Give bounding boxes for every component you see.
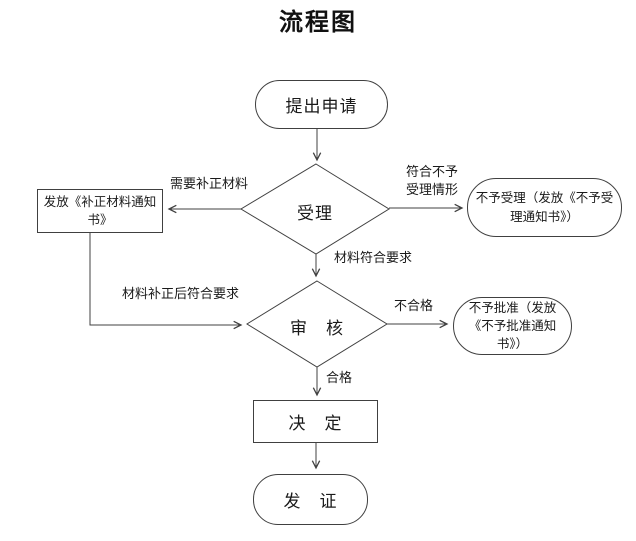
node-not-accept-label: 不予受理（发放《不予受理通知书》） [475,190,614,224]
edge-label-qualified: 合格 [326,371,353,386]
node-not-approve: 不予批准（发放《不予批准通知书》） [453,297,572,355]
edge-label-meets-rejection: 符合不予受理情形 [405,165,458,198]
node-not-approve-label: 不予批准（发放《不予批准通知书》） [468,299,557,352]
node-decide: 决 定 [253,400,378,443]
node-review-label: 审 核 [290,319,344,339]
edge-label-unqualified: 不合格 [394,299,434,314]
edge-label-materials-ok: 材料符合要求 [334,251,413,266]
node-start-label: 提出申请 [285,97,358,117]
edge-label-need-supplement: 需要补正材料 [170,177,249,192]
node-supplement-notice-label: 发放《补正材料通知书》 [43,193,157,227]
node-not-accept: 不予受理（发放《不予受理通知书》） [467,178,622,237]
node-issue: 发 证 [253,474,368,525]
node-supplement-notice: 发放《补正材料通知书》 [37,189,163,233]
edge-supplement-to-review [89,233,243,330]
node-issue-label: 发 证 [283,492,338,512]
node-accept-label: 受理 [297,204,333,224]
edge-label-supplemented-ok: 材料补正后符合要求 [122,287,240,302]
page-title: 流程图 [279,8,357,36]
node-start: 提出申请 [255,80,388,129]
node-decide-label: 决 定 [288,414,343,434]
